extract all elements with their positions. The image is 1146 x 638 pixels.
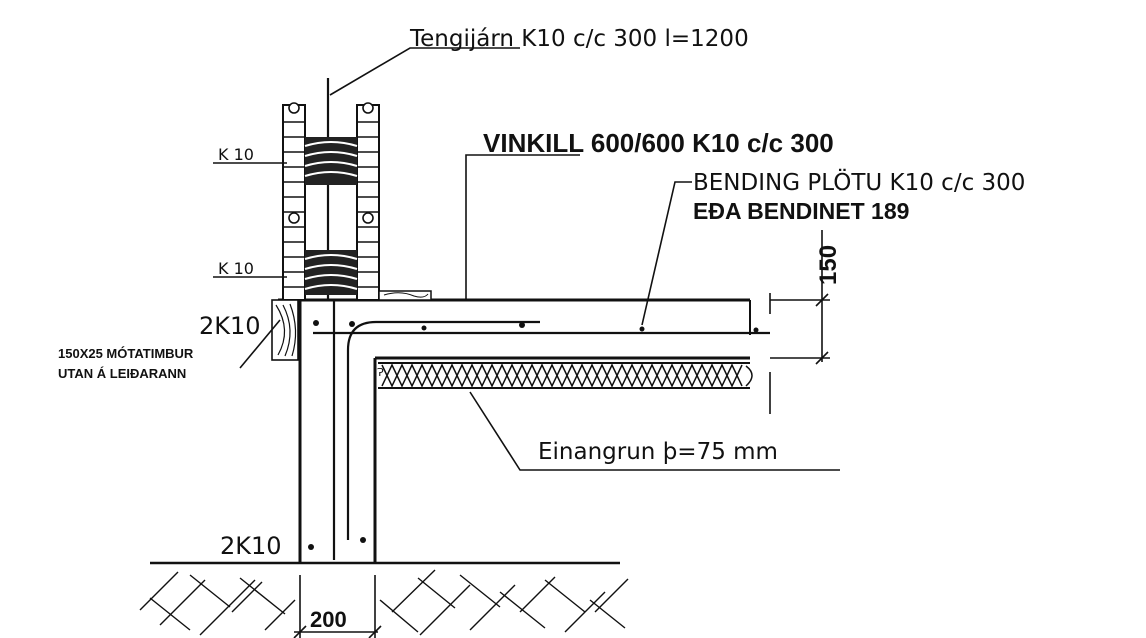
label-slab-bend-1: BENDING PLÖTU K10 c/c 300 bbox=[693, 168, 1025, 196]
insulation-pattern bbox=[381, 363, 743, 388]
formwork bbox=[271, 102, 432, 361]
leader-lines bbox=[213, 47, 840, 471]
form-clamp-lower bbox=[304, 250, 358, 295]
label-formwork-2: UTAN Á LEIÐARANN bbox=[58, 366, 186, 381]
formwork-timber-board bbox=[271, 299, 299, 361]
corner-bar-vinkill bbox=[346, 320, 540, 540]
svg-text:Ɂ: Ɂ bbox=[377, 366, 384, 379]
dim-wall-thickness bbox=[293, 575, 382, 638]
label-2k10-top: 2K10 bbox=[199, 312, 261, 340]
form-clamp-upper bbox=[304, 137, 358, 185]
label-dim-wall: 200 bbox=[310, 607, 347, 632]
ledger-timber bbox=[378, 290, 432, 301]
insulation-layer: Ɂ bbox=[377, 362, 753, 389]
label-dim-slab: 150 bbox=[815, 245, 842, 285]
form-stud-left bbox=[282, 104, 306, 301]
label-k10-upper: K 10 bbox=[218, 145, 254, 164]
label-2k10-bottom: 2K10 bbox=[220, 532, 282, 560]
form-bolts bbox=[288, 102, 374, 224]
form-stud-right bbox=[356, 104, 380, 301]
label-insulation: Einangrun þ=75 mm bbox=[538, 439, 778, 465]
ground-hatching bbox=[139, 569, 629, 636]
rebar-dots bbox=[308, 320, 759, 550]
label-k10-lower: K 10 bbox=[218, 259, 254, 278]
dim-slab-thickness bbox=[769, 230, 830, 414]
label-tie-bars: Tengijárn K10 c/c 300 l=1200 bbox=[409, 26, 749, 52]
label-corner-bar: VINKILL 600/600 K10 c/c 300 bbox=[483, 128, 834, 158]
label-formwork-1: 150X25 MÓTATIMBUR bbox=[58, 346, 194, 361]
label-slab-bend-2: EÐA BENDINET 189 bbox=[693, 198, 909, 224]
ground bbox=[139, 561, 629, 636]
